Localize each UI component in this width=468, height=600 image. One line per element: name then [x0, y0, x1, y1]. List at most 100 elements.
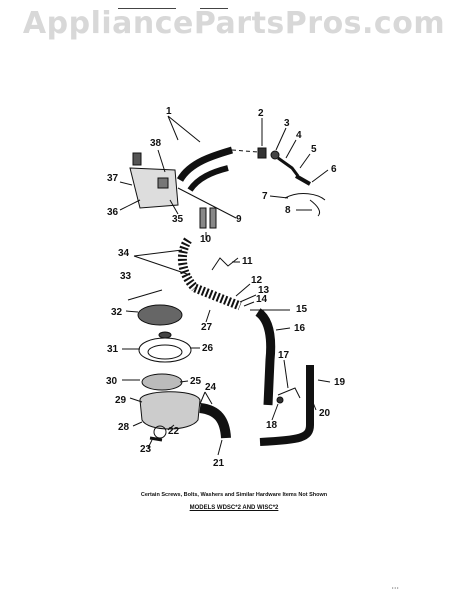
- seal-26: [158, 331, 172, 339]
- leader-4: [285, 139, 297, 159]
- model-caption: MODELS WDSC*2 AND WISC*2: [189, 505, 279, 511]
- leader-23: [147, 439, 153, 449]
- callout-13: 13: [258, 285, 270, 296]
- callout-8: 8: [285, 205, 291, 216]
- callout-7: 7: [262, 191, 268, 202]
- strainer-line: [127, 289, 163, 301]
- leader-28: [132, 421, 143, 427]
- leader-5: [299, 153, 311, 169]
- impeller: [141, 373, 183, 391]
- callout-20: 20: [319, 408, 331, 419]
- strainer: [137, 304, 183, 326]
- leader-6: [311, 169, 329, 183]
- leader-36: [119, 199, 141, 211]
- callout-3: 3: [284, 118, 290, 129]
- callout-11: 11: [242, 256, 253, 267]
- leader-27: [205, 309, 211, 323]
- gasket: [138, 337, 192, 363]
- leader-13: [239, 294, 257, 303]
- callout-17: 17: [278, 350, 290, 361]
- gasket-inner: [147, 344, 183, 360]
- drain-hose-16: [255, 308, 276, 406]
- callout-31: 31: [107, 344, 119, 355]
- elbow-hose-21: [199, 403, 231, 439]
- callout-36: 36: [107, 207, 119, 218]
- callout-16: 16: [294, 323, 306, 334]
- callout-24: 24: [205, 382, 217, 393]
- callout-28: 28: [118, 422, 130, 433]
- elbow-end: [295, 174, 311, 186]
- leader-16: [275, 327, 291, 331]
- corner-code: • • •: [392, 585, 399, 590]
- callout-26: 26: [202, 343, 214, 354]
- leader-35: [169, 199, 179, 215]
- header-rule: [118, 8, 176, 9]
- leader-14: [243, 301, 255, 307]
- hardware-note: Certain Screws, Bolts, Washers and Simil…: [140, 492, 328, 498]
- callout-18: 18: [266, 420, 278, 431]
- callout-30: 30: [106, 376, 118, 387]
- upper-hose: [176, 146, 233, 182]
- leader-21: [217, 439, 223, 456]
- leader-1: [167, 115, 201, 143]
- callout-25: 25: [190, 376, 202, 387]
- callout-6: 6: [331, 164, 337, 175]
- callout-38: 38: [150, 138, 162, 149]
- valve-fitting: [157, 177, 169, 189]
- callout-22: 22: [168, 426, 180, 437]
- leader-7: [269, 195, 289, 199]
- callout-37: 37: [107, 173, 119, 184]
- fitting-10b: [209, 207, 217, 229]
- leader-3: [275, 127, 287, 151]
- leader-9: [177, 187, 237, 219]
- callout-19: 19: [334, 377, 346, 388]
- callout-34: 34: [118, 248, 130, 259]
- callout-2: 2: [258, 108, 264, 119]
- spring-clip: [211, 257, 239, 271]
- drain-hose-20: [259, 365, 314, 446]
- nut-part: [270, 150, 280, 160]
- callout-12: 12: [251, 275, 263, 286]
- clamp-22: [153, 425, 167, 439]
- header-rule: [200, 8, 228, 9]
- callout-5: 5: [311, 144, 317, 155]
- callout-29: 29: [115, 395, 127, 406]
- leader-38: [157, 149, 166, 173]
- callout-33: 33: [120, 271, 132, 282]
- callout-21: 21: [213, 458, 225, 469]
- leader-34: [133, 249, 191, 276]
- leader-24: [199, 391, 213, 405]
- corrugated-hose: [177, 237, 199, 292]
- callout-1: 1: [166, 106, 172, 117]
- leader-19: [317, 379, 331, 383]
- leader-22: [167, 424, 175, 431]
- fitting-10a: [199, 207, 207, 229]
- callout-10: 10: [200, 234, 212, 245]
- callout-15: 15: [296, 304, 308, 315]
- callout-14: 14: [256, 294, 268, 305]
- screw-18: [276, 396, 284, 404]
- callout-9: 9: [236, 214, 242, 225]
- callout-4: 4: [296, 130, 302, 141]
- callout-27: 27: [201, 322, 213, 333]
- callout-32: 32: [111, 307, 123, 318]
- leader-12: [235, 283, 251, 297]
- leader-29: [129, 397, 143, 403]
- corrugated-hose-end: [193, 283, 242, 311]
- callout-23: 23: [140, 444, 152, 455]
- callout-35: 35: [172, 214, 184, 225]
- leader-17: [283, 359, 289, 389]
- upper-hose-b: [187, 165, 229, 192]
- bracket-17: [277, 387, 301, 399]
- screw-23: [149, 436, 163, 442]
- elbow-part: [277, 156, 300, 177]
- clamp-part: [257, 147, 267, 159]
- screw-8: [309, 199, 321, 217]
- leader-32: [125, 310, 139, 313]
- leader-18: [271, 403, 279, 421]
- leader-25: [179, 380, 189, 383]
- leader-20: [311, 399, 317, 411]
